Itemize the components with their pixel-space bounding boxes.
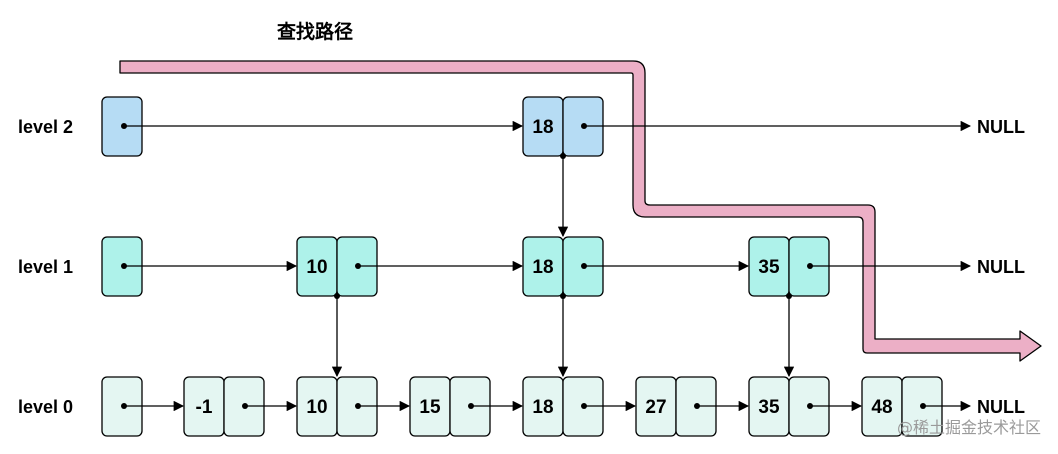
null-label-level-1: NULL [977, 257, 1025, 277]
level-1-label: level 1 [18, 257, 73, 277]
level-0-label: level 0 [18, 397, 73, 417]
level-2-node-18: 18 [522, 96, 604, 159]
node-key: 10 [306, 397, 327, 418]
level-1-row: 10 18 35 [101, 236, 972, 299]
level-0-row: -1 10 15 18 27 [101, 376, 972, 437]
node-key: 48 [871, 397, 892, 418]
node-key: 10 [306, 257, 327, 278]
null-label-level-0: NULL [977, 397, 1025, 417]
node-key: 27 [645, 397, 666, 418]
level-2-label: level 2 [18, 117, 73, 137]
level-2-row: 18 [101, 96, 972, 159]
level-0-node-18: 18 [522, 376, 604, 437]
level-1-node-18: 18 [522, 236, 604, 299]
node-key: 18 [532, 257, 553, 278]
node-key: 15 [419, 397, 441, 418]
level-0-node-48: 48 [861, 376, 943, 437]
node-key: 18 [532, 117, 553, 138]
node-key: 35 [758, 397, 780, 418]
level-0-node-15: 15 [409, 376, 491, 437]
node-key: 35 [758, 257, 780, 278]
level-0-node-m1: -1 [183, 376, 265, 437]
null-label-level-2: NULL [977, 117, 1025, 137]
level-0-node-27: 27 [635, 376, 717, 437]
watermark: @稀土掘金技术社区 [897, 418, 1041, 437]
search-path-arrow [119, 60, 1042, 362]
node-key: 18 [532, 397, 553, 418]
search-path-title: 查找路径 [276, 20, 353, 43]
level-1-node-35: 35 [748, 236, 830, 299]
level-1-node-10: 10 [296, 236, 378, 299]
node-key: -1 [196, 397, 213, 418]
level-0-node-10: 10 [296, 376, 378, 437]
